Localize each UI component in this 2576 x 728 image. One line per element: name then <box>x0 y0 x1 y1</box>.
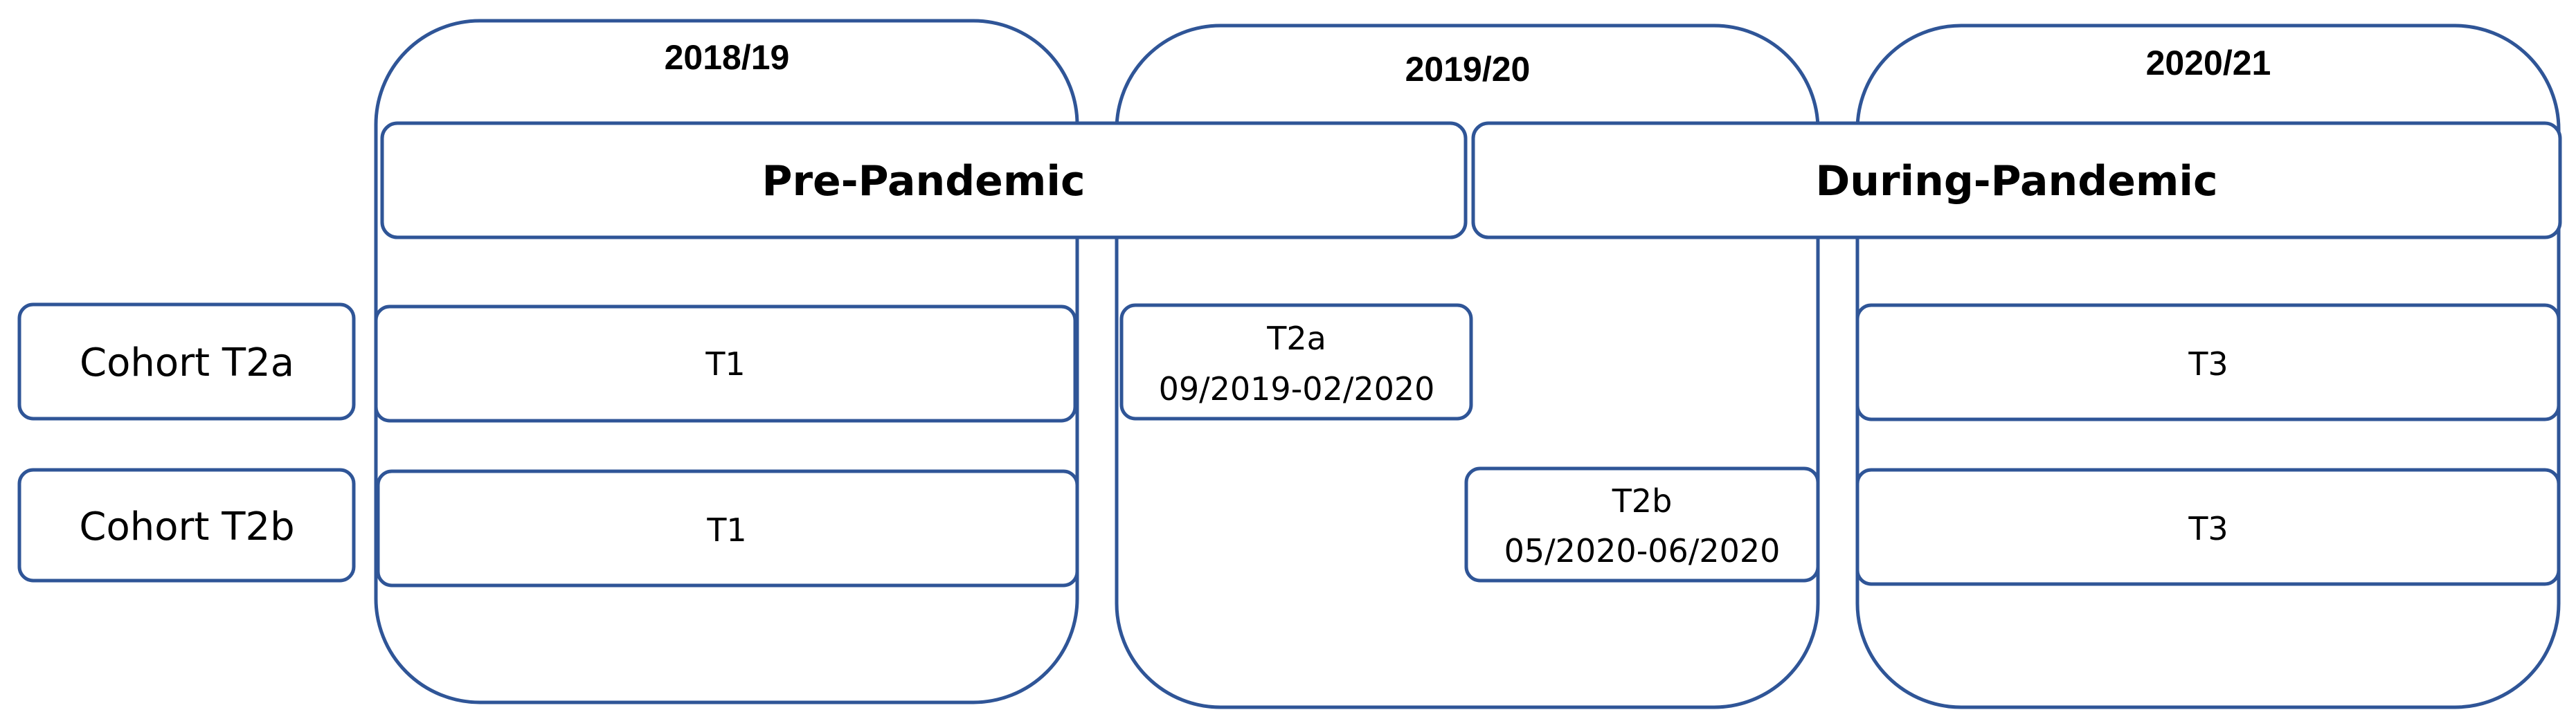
t2b-box <box>1464 466 1820 583</box>
during-pandemic-label: During-Pandemic <box>1815 157 2217 206</box>
cohort-t2b-box <box>17 468 356 583</box>
t3-cohort-a-box <box>1855 303 2561 421</box>
year-label-2018-19: 2018/19 <box>665 38 790 77</box>
t2a-label: T2a <box>1266 320 1326 357</box>
cohort-t2a-box <box>17 302 356 421</box>
t2b-dates: 05/2020-06/2020 <box>1504 532 1781 570</box>
t1-cohort-b-box <box>376 469 1079 588</box>
t1-cohort-a-box <box>374 304 1077 423</box>
pre-pandemic-box <box>380 121 1468 239</box>
t1-cohort-b-label: T1 <box>706 511 746 549</box>
cohort-t2b-label: Cohort T2b <box>79 504 294 549</box>
pre-pandemic-label: Pre-Pandemic <box>762 157 1085 206</box>
year-label-2020-21: 2020/21 <box>2146 44 2271 82</box>
t3-cohort-b-box <box>1855 468 2561 586</box>
t3-cohort-b-label: T3 <box>2188 510 2228 547</box>
t3-cohort-a-label: T3 <box>2188 345 2228 383</box>
t1-cohort-a-label: T1 <box>705 345 745 383</box>
t2a-box <box>1119 303 1473 421</box>
t2b-label: T2b <box>1612 482 1673 520</box>
during-pandemic-box <box>1471 121 2562 239</box>
year-label-2019-20: 2019/20 <box>1405 50 1531 89</box>
cohort-t2a-label: Cohort T2a <box>80 340 294 385</box>
t2a-dates: 09/2019-02/2020 <box>1159 370 1435 408</box>
